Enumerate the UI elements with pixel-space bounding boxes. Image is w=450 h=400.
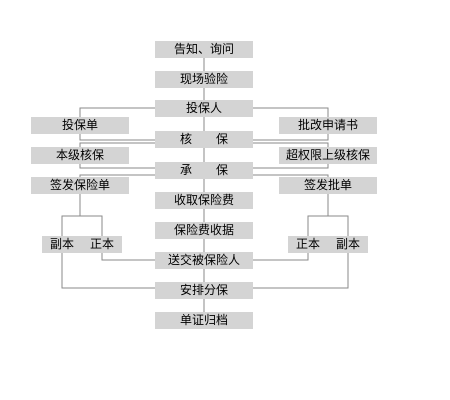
- node-anpai-fenbao: 安排分保: [155, 282, 253, 299]
- node-shouqu-baoxianfei: 收取保险费: [155, 192, 253, 209]
- connector-toubaodan-hebao: [79, 134, 155, 141]
- connector-qianfa-bx-zhengben: [80, 215, 103, 236]
- node-fuben-right: 副本: [328, 236, 368, 253]
- connector-chaoquan-chengbao: [253, 164, 329, 169]
- node-chengbao: 承 保: [155, 162, 253, 179]
- node-toubaodan: 投保单: [31, 117, 129, 134]
- connector-hebao-chaoquan: [253, 142, 329, 147]
- node-zhengben-left: 正本: [82, 236, 122, 253]
- connector-qianfa-pd-copies: [307, 194, 329, 236]
- connector-toubaoren-right: [253, 107, 329, 117]
- connector-toubaoren-left: [79, 107, 155, 117]
- node-benji: 本级核保: [31, 147, 129, 164]
- connector-zhengben-r-songjiao: [253, 253, 309, 261]
- connector-hebao-benji: [79, 142, 155, 147]
- node-songjiao: 送交被保险人: [155, 252, 253, 269]
- connector-fuben-r-anpai: [253, 253, 349, 289]
- connector-benji-chengbao: [79, 164, 155, 169]
- node-baoxianfei-shouju: 保险费收据: [155, 222, 253, 239]
- connector-pigai-hebao: [253, 134, 329, 141]
- connector-fuben-l-anpai: [61, 253, 155, 289]
- node-fuben-left: 副本: [42, 236, 82, 253]
- node-xianchang: 现场验险: [155, 71, 253, 88]
- node-zhengben-right: 正本: [288, 236, 328, 253]
- node-hebao: 核 保: [155, 131, 253, 148]
- connector-zhengben-l-songjiao: [101, 253, 155, 261]
- connector-chengbao-qianfa-bx: [79, 174, 155, 177]
- node-chaoquan: 超权限上级核保: [279, 147, 377, 164]
- node-toubaoren: 投保人: [155, 100, 253, 117]
- connector-qianfa-pd-fuben: [328, 215, 349, 236]
- node-qianfa-baoxiandan: 签发保险单: [31, 177, 129, 194]
- connector-qianfa-bx-copies: [61, 194, 81, 236]
- node-danzheng-guidang: 单证归档: [155, 312, 253, 329]
- node-pigai: 批改申请书: [279, 117, 377, 134]
- node-gaozhi: 告知、询问: [155, 41, 253, 58]
- node-qianfa-pidan: 签发批单: [279, 177, 377, 194]
- connector-chengbao-qianfa-pd: [253, 174, 329, 177]
